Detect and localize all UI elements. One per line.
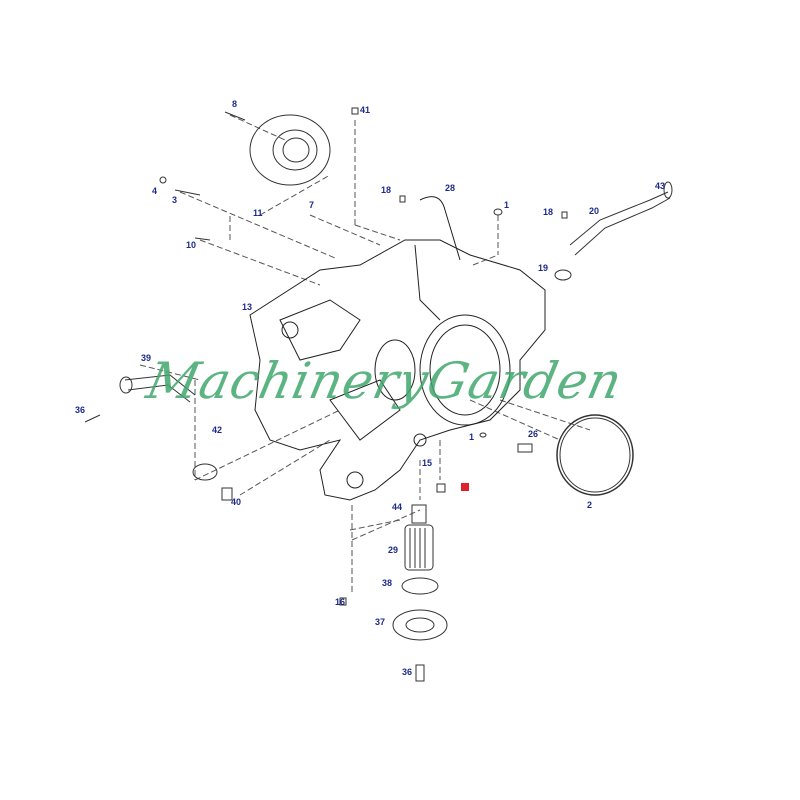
o-ring-2 <box>556 414 634 496</box>
callout-40: 40 <box>231 497 242 507</box>
bearing-part <box>224 111 331 186</box>
callout-16: 16 <box>335 597 346 607</box>
callout-29: 29 <box>388 545 399 555</box>
callout-36b: 36 <box>402 667 413 677</box>
callout-7: 7 <box>309 200 315 210</box>
watermark-logo: MachineryGarden <box>141 352 628 410</box>
callout-36: 36 <box>75 405 86 415</box>
callout-15: 15 <box>422 458 433 468</box>
callout-38: 38 <box>382 578 393 588</box>
callout-41: 41 <box>360 105 371 115</box>
callout-18b: 18 <box>543 207 554 217</box>
callout-1b: 1 <box>469 432 475 442</box>
housing <box>249 196 546 501</box>
callout-44: 44 <box>392 502 403 512</box>
callout-2: 2 <box>587 500 593 510</box>
callout-37: 37 <box>375 617 386 627</box>
callout-42: 42 <box>212 425 223 435</box>
callout-19: 19 <box>538 263 549 273</box>
callout-11: 11 <box>253 208 263 218</box>
callout-13: 13 <box>242 302 253 312</box>
callout-10: 10 <box>186 240 197 250</box>
plug-40 <box>221 487 233 501</box>
callout-26: 26 <box>528 429 539 439</box>
filter-assembly <box>392 483 448 682</box>
callout-4: 4 <box>152 186 158 196</box>
callout-39: 39 <box>141 353 152 363</box>
callout-8: 8 <box>232 99 238 109</box>
leader-lines <box>139 114 591 595</box>
bolts <box>84 107 568 606</box>
dipstick-tube <box>554 181 673 281</box>
pipe-39 <box>119 374 196 403</box>
callout-1: 1 <box>504 200 510 210</box>
callout-3: 3 <box>172 195 178 205</box>
callout-18: 18 <box>381 185 392 195</box>
fitting-26 <box>517 443 533 453</box>
callout-43: 43 <box>655 181 666 191</box>
callout-20: 20 <box>589 206 600 216</box>
o-ring-2-inner <box>559 417 631 493</box>
callout-28: 28 <box>445 183 456 193</box>
red-marker <box>461 483 469 491</box>
gasket-42 <box>192 463 218 481</box>
